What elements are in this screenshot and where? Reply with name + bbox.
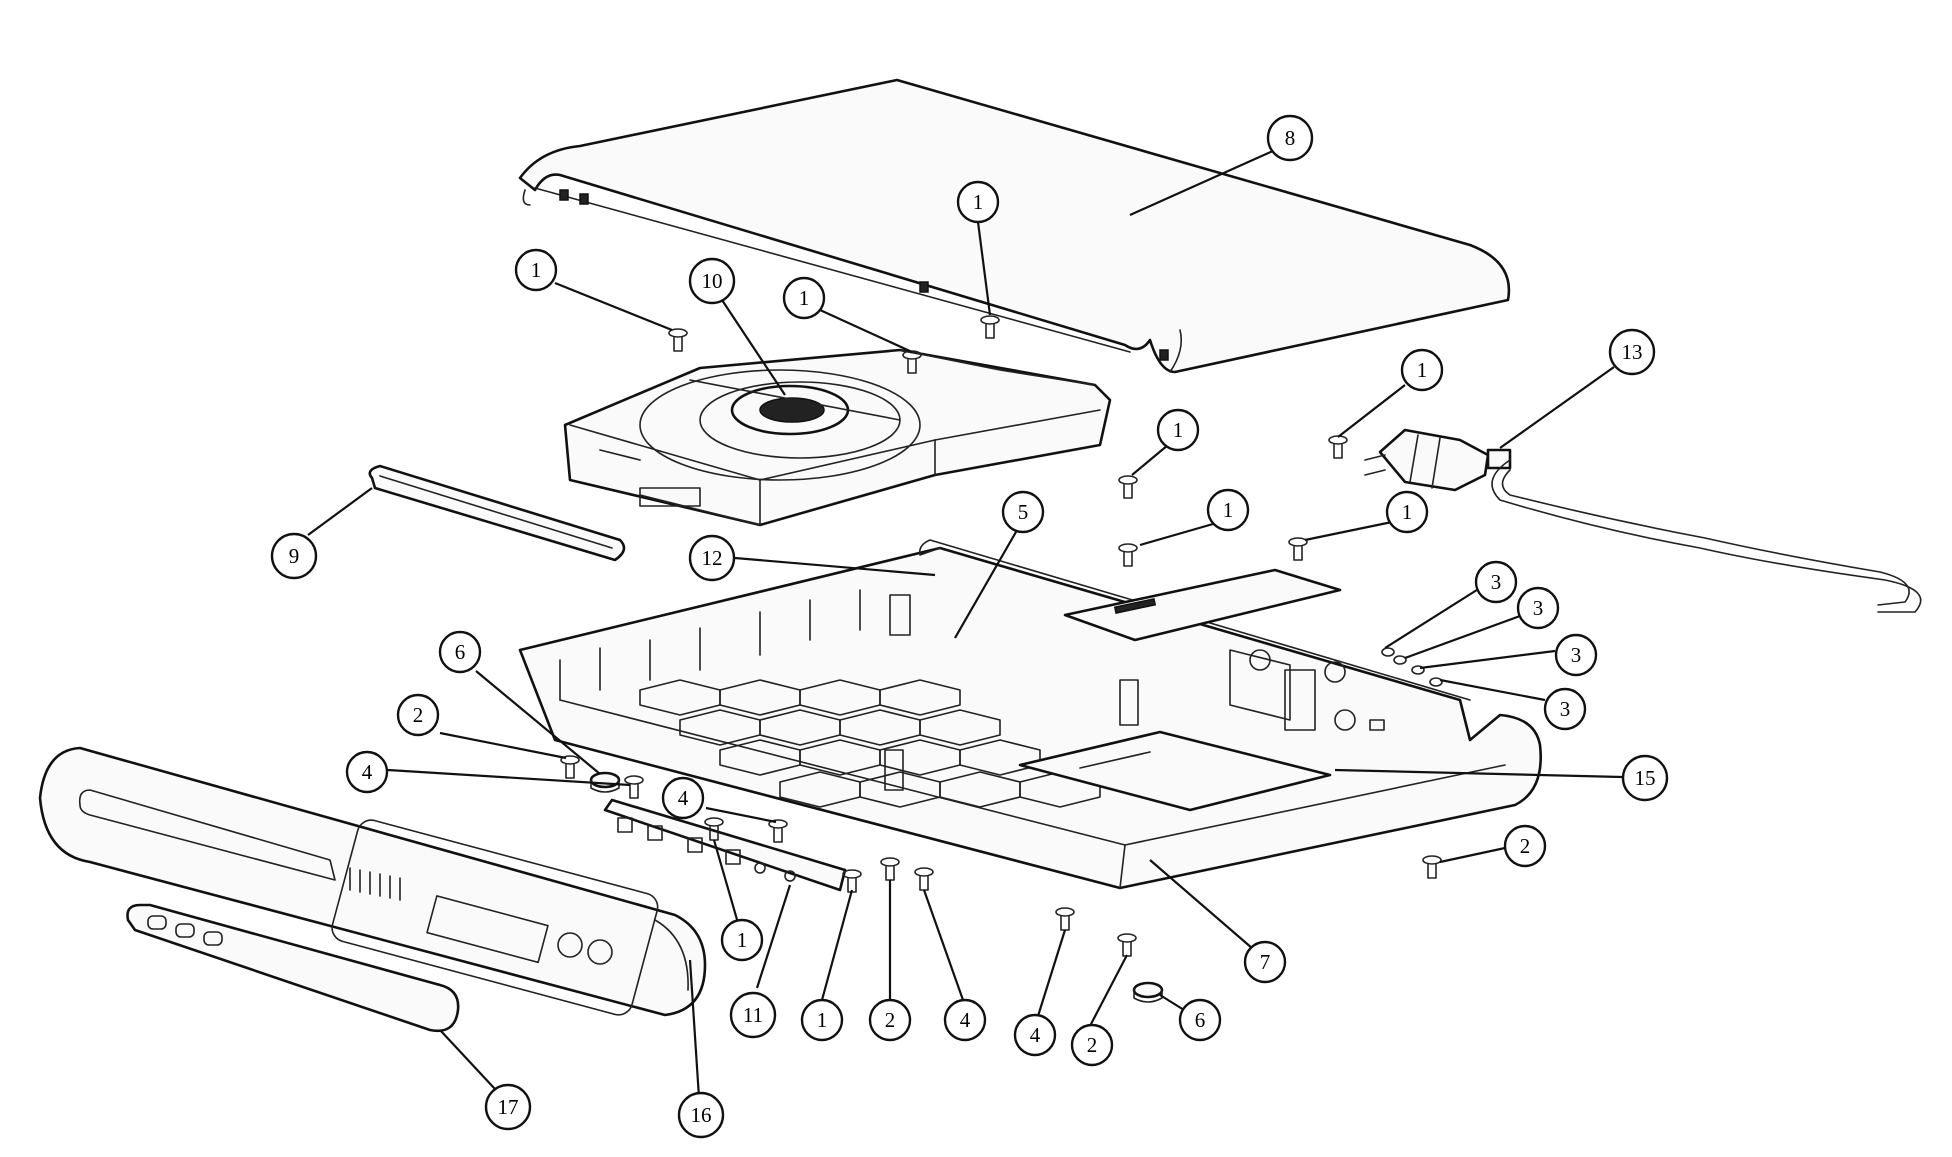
callout-label: 11 (743, 1003, 763, 1027)
callout-1: 1 (1156, 408, 1200, 452)
callout-1: 1 (1385, 490, 1429, 534)
callout-3: 3 (1543, 687, 1587, 731)
top-cover-part (518, 78, 1511, 374)
callout-label: 4 (960, 1008, 971, 1032)
label-strip-part (126, 903, 460, 1033)
callout-6: 6 (438, 630, 482, 674)
disc-loader-part (563, 348, 1112, 527)
callout-8: 8 (1266, 114, 1314, 162)
callout-label: 13 (1622, 340, 1643, 364)
key-board-part (603, 798, 847, 892)
callout-label: 1 (1402, 500, 1413, 524)
callout-group: 8 1 1 10 1 13 1 1 1 1 9 12 5 3 3 3 3 6 2… (270, 114, 1669, 1139)
callout-4: 4 (661, 776, 705, 820)
callout-label: 1 (737, 928, 748, 952)
front-panel-part (38, 746, 707, 1017)
base-chassis-part (518, 539, 1542, 890)
power-cord-part (1364, 428, 1922, 613)
callout-label: 1 (1173, 418, 1184, 442)
callout-9: 9 (270, 532, 318, 580)
callout-4: 4 (345, 750, 389, 794)
callout-label: 16 (691, 1103, 712, 1127)
leader-lines (307, 148, 1623, 1114)
callout-3: 3 (1474, 560, 1518, 604)
callout-1: 1 (956, 180, 1000, 224)
callout-label: 1 (531, 258, 542, 282)
callout-label: 2 (1520, 834, 1531, 858)
callout-16: 16 (677, 1091, 725, 1139)
callout-label: 4 (678, 786, 689, 810)
callout-1: 1 (720, 918, 764, 962)
callout-2: 2 (1503, 824, 1547, 868)
callout-3: 3 (1516, 586, 1560, 630)
callout-label: 12 (702, 546, 723, 570)
callout-1: 1 (800, 998, 844, 1042)
callout-label: 7 (1260, 950, 1271, 974)
callout-label: 3 (1560, 697, 1571, 721)
callout-label: 1 (1417, 358, 1428, 382)
callout-6: 6 (1178, 998, 1222, 1042)
callout-label: 2 (413, 703, 424, 727)
callout-label: 8 (1285, 126, 1296, 150)
callout-label: 6 (1195, 1008, 1206, 1032)
callout-10: 10 (688, 257, 736, 305)
callout-label: 3 (1491, 570, 1502, 594)
callout-label: 1 (973, 190, 984, 214)
callout-1: 1 (1400, 348, 1444, 392)
callout-1: 1 (782, 276, 826, 320)
callout-label: 15 (1635, 766, 1656, 790)
callout-label: 4 (1030, 1023, 1041, 1047)
callout-label: 1 (1223, 498, 1234, 522)
callout-5: 5 (1001, 490, 1045, 534)
callout-2: 2 (396, 693, 440, 737)
callout-17: 17 (484, 1083, 532, 1131)
callout-label: 2 (1087, 1033, 1098, 1057)
rail-part (368, 464, 626, 562)
callout-12: 12 (688, 534, 736, 582)
pcb-board-part (1018, 730, 1332, 812)
callout-label: 6 (455, 640, 466, 664)
callout-4: 4 (943, 998, 987, 1042)
callout-label: 3 (1571, 643, 1582, 667)
callout-15: 15 (1621, 754, 1669, 802)
callout-7: 7 (1243, 940, 1287, 984)
callout-label: 10 (702, 269, 723, 293)
callout-1: 1 (1206, 488, 1250, 532)
callout-label: 9 (289, 544, 300, 568)
callout-4: 4 (1013, 1013, 1057, 1057)
callout-label: 1 (817, 1008, 828, 1032)
callout-2: 2 (868, 998, 912, 1042)
callout-label: 5 (1018, 500, 1029, 524)
small-board-part (1063, 568, 1342, 642)
callout-label: 3 (1533, 596, 1544, 620)
callout-11: 11 (729, 991, 777, 1039)
callout-label: 2 (885, 1008, 896, 1032)
callout-label: 17 (498, 1095, 519, 1119)
callout-13: 13 (1608, 328, 1656, 376)
screw-set (560, 315, 1443, 957)
callout-2: 2 (1070, 1023, 1114, 1067)
callout-1: 1 (514, 248, 558, 292)
callout-3: 3 (1554, 633, 1598, 677)
callout-label: 1 (799, 286, 810, 310)
callout-label: 4 (362, 760, 373, 784)
